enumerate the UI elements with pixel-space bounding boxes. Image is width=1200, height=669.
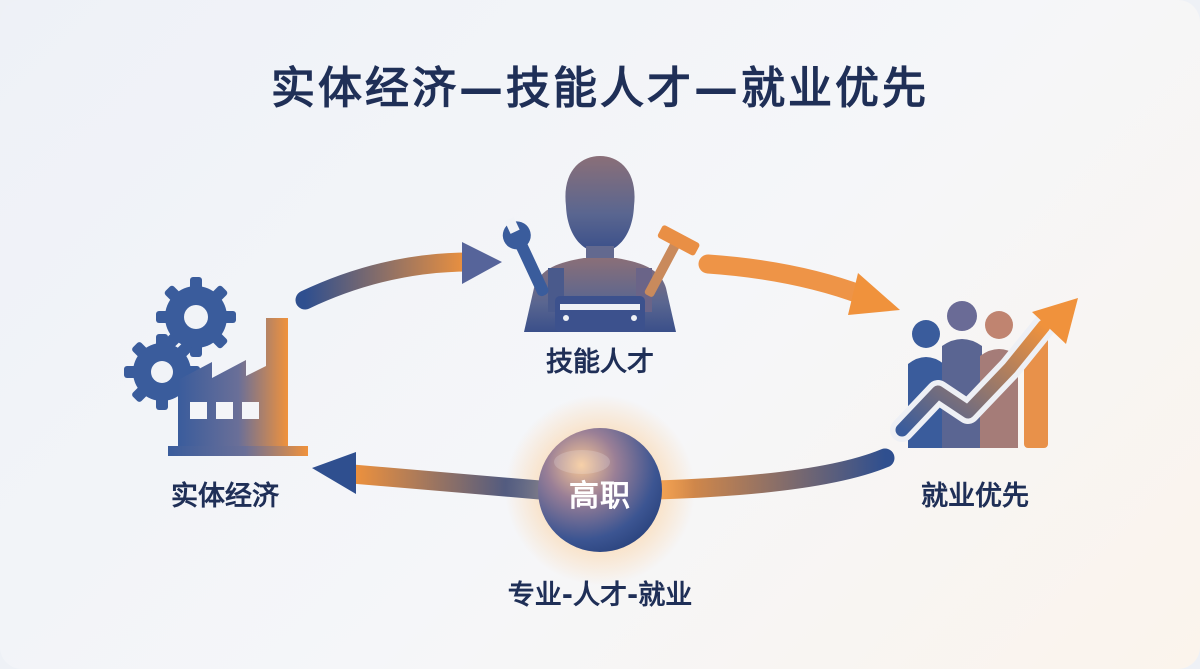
people-growth-chart-icon [890, 298, 1078, 448]
node-label-employment-priority: 就业优先 [921, 481, 1029, 512]
node-label-real-economy: 实体经济 [171, 481, 279, 512]
page-title: 实体经济—技能人才—就业优先 [271, 63, 929, 114]
factory-gears-icon [124, 277, 308, 456]
vocational-hub [505, 395, 695, 585]
worker-with-tools-icon [502, 156, 700, 332]
node-label-vocational-hub: 高职 [569, 479, 631, 514]
arrow-talent-to-employment [698, 254, 900, 315]
arrow-economy-to-talent [295, 242, 502, 310]
node-label-skilled-talent: 技能人才 [546, 347, 654, 378]
caption-chain: 专业-人才-就业 [507, 580, 693, 611]
